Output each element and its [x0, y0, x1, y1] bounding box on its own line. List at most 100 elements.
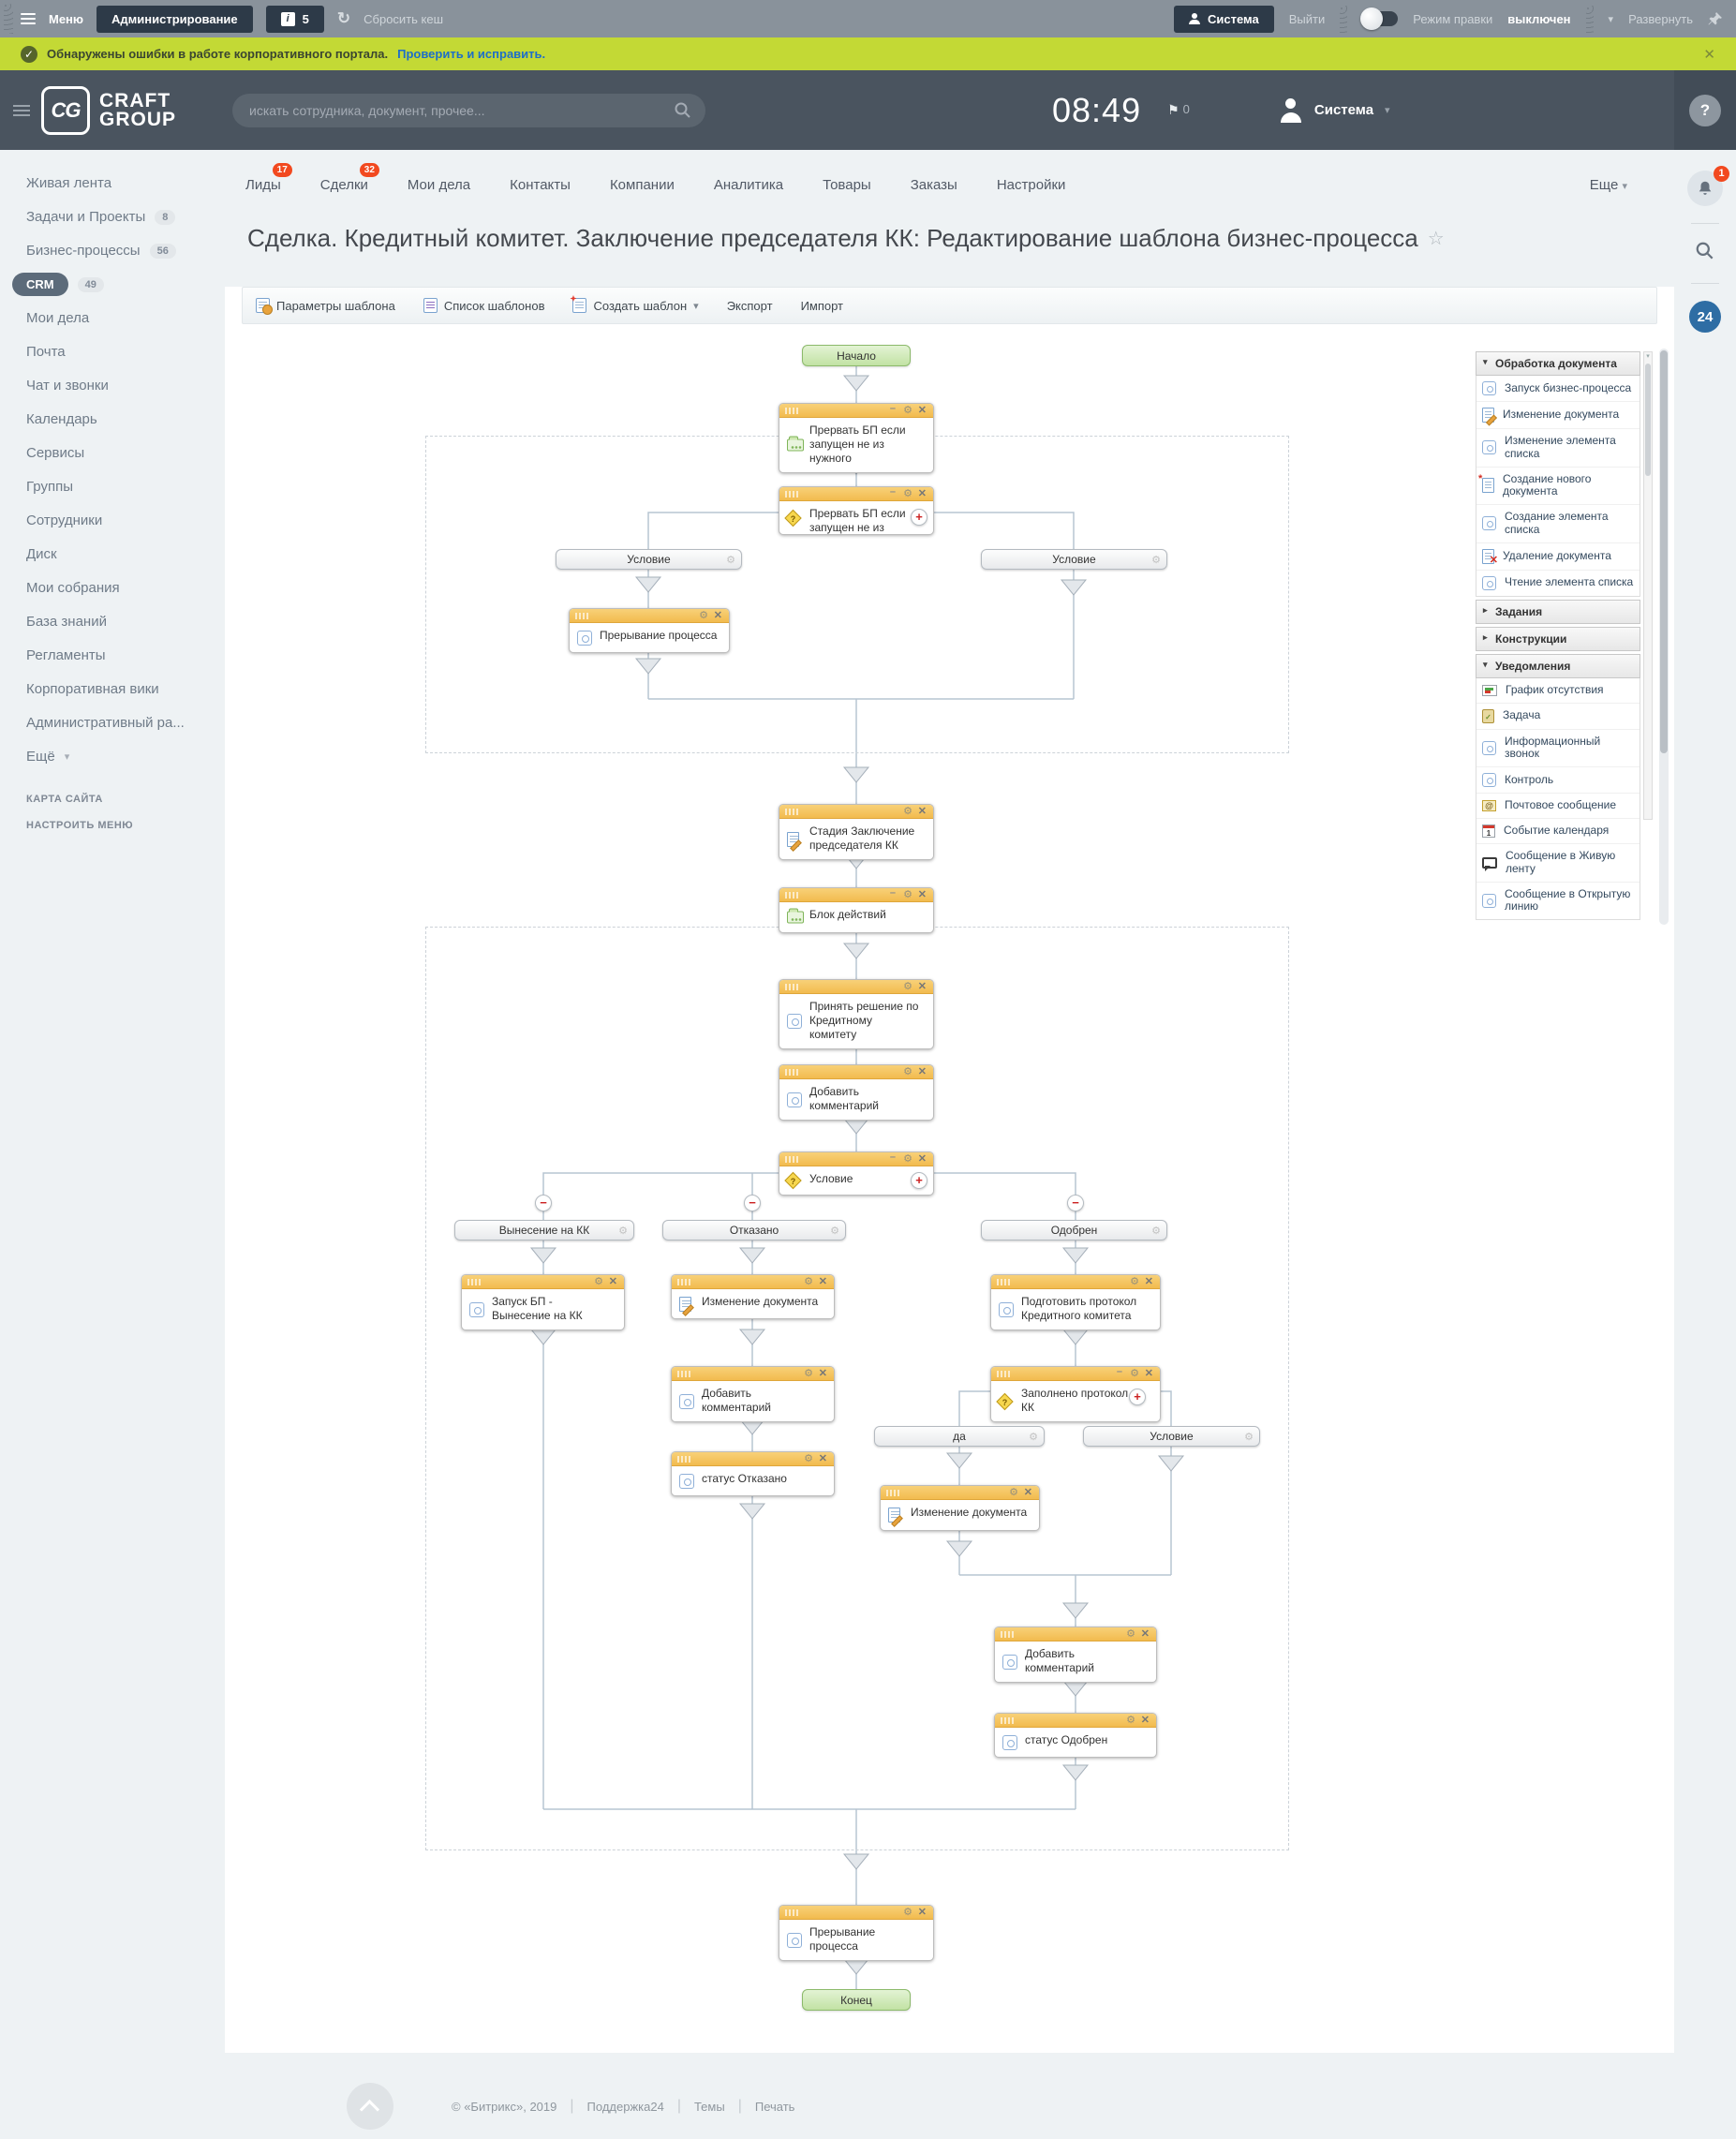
tab-products[interactable]: Товары — [823, 177, 871, 193]
drag-handle-icon[interactable] — [1001, 1631, 1016, 1638]
palette-item[interactable]: График отсутствия — [1476, 678, 1640, 704]
logout-button[interactable]: Выйти — [1288, 11, 1326, 26]
collapse-branch-button[interactable]: − — [1067, 1195, 1084, 1211]
clear-cache-button[interactable]: Сбросить кеш — [364, 11, 444, 26]
menu-button[interactable]: Меню — [49, 11, 84, 26]
tab-my-activities[interactable]: Мои дела — [407, 177, 471, 193]
settings-gear-icon[interactable]: ⚙ — [804, 1276, 813, 1287]
close-icon[interactable]: ✕ — [917, 405, 927, 416]
sidebar-item-chat[interactable]: Чат и звонки — [26, 378, 109, 394]
close-icon[interactable]: ✕ — [818, 1276, 827, 1287]
branch-pill[interactable]: да⚙ — [874, 1426, 1045, 1447]
settings-gear-icon[interactable]: ⚙ — [903, 806, 913, 817]
branch-pill[interactable]: Условие⚙ — [1083, 1426, 1260, 1447]
settings-gear-icon[interactable]: ⚙ — [903, 1153, 913, 1165]
flow-node[interactable]: ⚙✕ статус Отказано — [671, 1451, 835, 1496]
branch-pill[interactable]: Отказано⚙ — [662, 1220, 846, 1240]
drag-handle-icon[interactable] — [785, 1909, 800, 1916]
palette-section-constructs[interactable]: ▸Конструкции — [1476, 626, 1640, 651]
sidebar-item-wiki[interactable]: Корпоративная вики — [26, 681, 159, 697]
flow-node[interactable]: ⚙✕ Принять решение по Кредитному комитет… — [779, 979, 934, 1049]
settings-gear-icon[interactable]: ⚙ — [903, 1066, 913, 1077]
palette-item[interactable]: Чтение элемента списка — [1476, 571, 1640, 596]
palette-item[interactable]: ✓Задача — [1476, 704, 1640, 730]
flow-node[interactable]: ⚙✕ Добавить комментарий — [994, 1627, 1157, 1683]
drag-handle-icon[interactable] — [997, 1371, 1012, 1377]
collapse-branch-button[interactable]: − — [744, 1195, 761, 1211]
settings-gear-icon[interactable]: ⚙ — [618, 1225, 628, 1237]
close-icon[interactable]: ✕ — [608, 1276, 617, 1287]
help-button[interactable]: ? — [1689, 94, 1721, 126]
flow-node[interactable]: ⚙✕ Прерывание процесса — [779, 1905, 934, 1961]
add-branch-button[interactable]: + — [911, 1172, 927, 1189]
sidebar-item-more[interactable]: Ещё▾ — [26, 749, 70, 765]
template-list-button[interactable]: Список шаблонов — [423, 298, 544, 313]
minimize-icon[interactable]: – — [889, 486, 896, 498]
settings-gear-icon[interactable]: ⚙ — [1126, 1715, 1135, 1726]
search-icon[interactable] — [674, 101, 692, 125]
sitemap-link[interactable]: КАРТА САЙТА — [26, 794, 103, 805]
settings-gear-icon[interactable]: ⚙ — [1244, 1431, 1254, 1443]
palette-scrollbar[interactable]: ▾ — [1643, 351, 1653, 820]
expand-button[interactable]: Развернуть — [1628, 11, 1693, 26]
flow-node[interactable]: ⚙✕ Добавить комментарий — [671, 1366, 835, 1422]
notifications-bell-button[interactable]: 1 — [1687, 166, 1729, 206]
support-link[interactable]: Поддержка24 — [586, 2099, 664, 2114]
settings-gear-icon[interactable]: ⚙ — [1151, 554, 1161, 566]
settings-gear-icon[interactable]: ⚙ — [699, 610, 708, 621]
node-header[interactable]: ⚙✕ — [779, 1065, 933, 1079]
node-header[interactable]: ⚙✕ — [672, 1275, 834, 1289]
drag-handle-icon[interactable] — [785, 809, 800, 815]
tab-contacts[interactable]: Контакты — [510, 177, 571, 193]
close-icon[interactable]: ✕ — [917, 981, 927, 992]
sidebar-burger-icon[interactable] — [13, 102, 30, 119]
close-icon[interactable]: ✕ — [917, 1066, 927, 1077]
drag-handle-icon[interactable] — [785, 1069, 800, 1076]
minimize-icon[interactable]: – — [889, 887, 896, 899]
pin-icon[interactable] — [1708, 11, 1723, 26]
close-icon[interactable]: ✕ — [917, 488, 927, 499]
create-template-button[interactable]: Создать шаблон▾ — [572, 298, 699, 313]
tab-settings[interactable]: Настройки — [996, 177, 1066, 193]
settings-gear-icon[interactable]: ⚙ — [830, 1225, 839, 1237]
sidebar-item-live-feed[interactable]: Живая лента — [26, 175, 112, 191]
drag-handle-icon[interactable] — [785, 984, 800, 990]
drag-handle-icon[interactable] — [677, 1279, 692, 1285]
minimize-icon[interactable]: – — [1116, 1366, 1122, 1377]
close-icon[interactable]: ✕ — [917, 806, 927, 817]
palette-item[interactable]: Сообщение в Открытую линию — [1476, 883, 1640, 920]
flow-node-condition[interactable]: –⚙✕ ?Заполнено протокол КК — [990, 1366, 1161, 1422]
node-header[interactable]: ⚙✕ — [672, 1452, 834, 1466]
minimize-icon[interactable]: – — [889, 403, 896, 414]
close-icon[interactable]: ✕ — [917, 1907, 927, 1918]
flow-node[interactable]: ⚙✕ Прерывание процесса — [569, 608, 730, 653]
start-node[interactable]: Начало — [802, 345, 911, 366]
settings-gear-icon[interactable]: ⚙ — [726, 554, 735, 566]
drag-handle-icon[interactable] — [677, 1456, 692, 1463]
flow-node[interactable]: ⚙✕ Подготовить протокол Кредитного комит… — [990, 1274, 1161, 1330]
work-time-clock[interactable]: 08:49 — [1052, 90, 1142, 129]
palette-item[interactable]: Изменение документа — [1476, 402, 1640, 429]
flow-node[interactable]: –⚙✕ Прервать БП если запущен не из нужно… — [779, 403, 934, 473]
outer-scrollbar[interactable] — [1659, 349, 1669, 925]
settings-gear-icon[interactable]: ⚙ — [804, 1453, 813, 1464]
node-header[interactable]: –⚙✕ — [779, 403, 933, 418]
close-icon[interactable]: ✕ — [1144, 1276, 1153, 1287]
node-header[interactable]: –⚙✕ — [779, 1151, 933, 1166]
flow-node[interactable]: ⚙✕ статус Одобрен — [994, 1713, 1157, 1758]
print-link[interactable]: Печать — [754, 2099, 795, 2114]
flow-node[interactable]: ⚙✕ Добавить комментарий — [779, 1064, 934, 1121]
collapse-branch-button[interactable]: − — [535, 1195, 552, 1211]
alert-fix-link[interactable]: Проверить и исправить. — [397, 47, 546, 61]
settings-gear-icon[interactable]: ⚙ — [1151, 1225, 1161, 1237]
user-menu[interactable]: Система ▾ — [1279, 97, 1390, 123]
close-icon[interactable]: ✕ — [1140, 1628, 1150, 1640]
node-header[interactable]: ⚙✕ — [462, 1275, 624, 1289]
tab-companies[interactable]: Компании — [609, 177, 675, 193]
flow-node[interactable]: ⚙✕ Изменение документа — [671, 1274, 835, 1319]
